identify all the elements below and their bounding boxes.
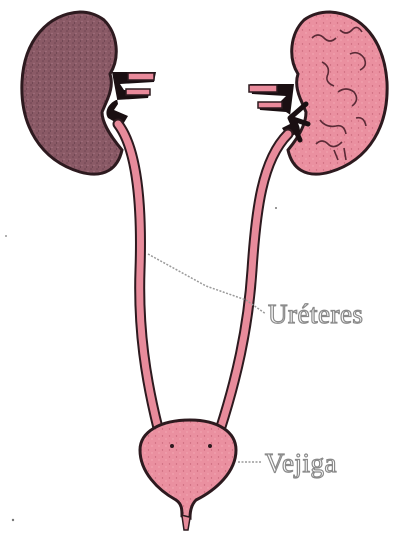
bladder [140,420,236,530]
vejiga-label: Vejiga [265,450,337,477]
stray-dot [5,235,7,237]
left-renal-pelvis [106,72,156,126]
right-kidney [288,12,387,174]
left-kidney [22,12,122,174]
left-ureter [118,124,158,428]
ureteres-label: Uréteres [268,301,363,328]
stray-dot [12,519,14,521]
stray-dot [275,207,277,209]
right-ureter [220,134,288,430]
